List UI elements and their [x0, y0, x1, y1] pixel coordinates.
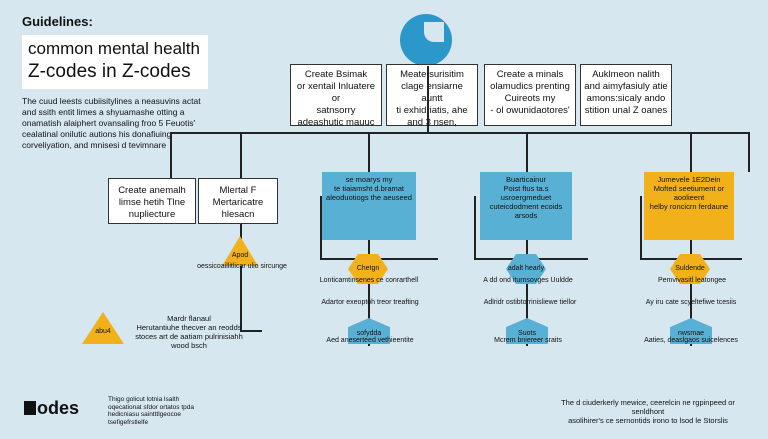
footnote-line: hedicniasu saintttlgeocoe: [108, 411, 181, 418]
brand-mark-icon: [24, 401, 36, 415]
house-caption: Aed aneserteed vethieentite: [326, 337, 414, 344]
footnote-line: tsefigefrstlelfe: [108, 418, 149, 426]
card-line: or xentail Inluatere or: [296, 81, 376, 104]
card-line: limse hetih Tlne: [118, 197, 186, 208]
top-label: Guidelines:: [22, 14, 93, 29]
connector-line: [240, 330, 262, 332]
connector-line: [526, 240, 528, 346]
connector-line: [690, 240, 692, 346]
card-line: and 3 nsen,: [407, 117, 457, 128]
footnote-line: oqecationat sfdor ortatos tpda: [108, 403, 195, 411]
connector-line: [240, 222, 242, 332]
title-line-2: Z-codes in Z-codes: [28, 61, 191, 82]
stripe-line: helby roncicrn ferdaune: [649, 202, 729, 211]
card-line: Cuireots my: [504, 93, 556, 104]
connector-line: [474, 196, 476, 260]
connector-line: [368, 132, 370, 172]
card-line: and aimyfasiuly atie: [584, 81, 668, 92]
stripe-line: Poist ftus ta.s usroergmeduet: [500, 184, 552, 202]
intro-line: cealatinal onilutic autions his donafiui…: [22, 129, 172, 139]
intro-line: and ssith entit limes a shyuamashe ottin…: [22, 107, 185, 117]
connector-line: [368, 240, 370, 346]
connector-line: [748, 132, 750, 172]
house-caption: Mcrem bniereer sraits: [494, 337, 562, 344]
triangle-shape: abu4 ablctaboe: [82, 312, 124, 344]
card-line: Create a minals: [496, 69, 564, 80]
brand: odes: [24, 398, 79, 419]
stripe-line: Jumevele 1E2Dein: [657, 175, 721, 184]
footnote-line: The d ciuderkerly mewice, ceerelcin ne r…: [561, 398, 735, 416]
card-line: Auklmeon nalith: [592, 69, 660, 80]
top-card: Meate surisitim clage ensiarne auntt ti …: [386, 64, 478, 128]
lower-left-line: Herutantiuhe thecver an reodds: [136, 323, 242, 332]
category-card-blue: Buarticainur Poist ftus ta.s usroergmedu…: [480, 172, 572, 240]
card-line: hlesacn: [221, 209, 255, 220]
secondary-caption: Adartor exeoptoh treor treafting: [321, 299, 419, 306]
connector-line: [240, 132, 242, 178]
connector-line: [427, 66, 429, 132]
connector-line: [170, 132, 172, 178]
top-card: Create a minals olamudics prenting Cuire…: [484, 64, 576, 126]
connector-line: [170, 132, 750, 134]
card-line: - ol owunidaotores': [490, 105, 570, 116]
footnote-left: Thigo golicut lotnia lsalth oqecationat …: [108, 396, 194, 426]
stripe-line: Mofted seetiument or aoolieent: [653, 184, 725, 202]
category-card-blue: se moarys my te tiaiamsht d.bramat aleod…: [322, 172, 416, 240]
shape-caption: Lonticamtinsenes ce conrarthell: [319, 277, 419, 284]
triangle-caption: oessicoaillitlicar ulio sircunge: [197, 263, 287, 270]
stripe-line: te tiaiamsht d.bramat: [333, 184, 405, 193]
lower-left-line: stoces art de aatiam pulrinisiahh: [135, 332, 243, 341]
category-card-orange: Jumevele 1E2Dein Mofted seetiument or ao…: [644, 172, 734, 240]
connector-line: [320, 196, 322, 260]
hexagon-shape: adalt hearly: [506, 254, 546, 284]
stripe-line: cuteicdodment ecoids arsods: [489, 202, 563, 220]
hexagon-shape: Suldende: [670, 254, 710, 284]
top-card: Auklmeon nalith and aimyfasiuly atie amo…: [580, 64, 672, 126]
footnote-line: Thigo golicut lotnia lsalth: [108, 396, 180, 403]
connector-line: [640, 196, 642, 260]
brand-text: odes: [37, 398, 80, 418]
footnote-right: The d ciuderkerly mewice, ceerelcin ne r…: [548, 398, 748, 425]
stripe-line: aleoduotiogs the aeuseed: [326, 193, 412, 202]
card-line: ti exhidriatis, ahe: [396, 105, 468, 116]
stripe-line: se moarys my: [345, 175, 393, 184]
stripe-line: Buarticainur: [505, 175, 547, 184]
secondary-caption: Ay iru cate scyeltefiwe tcesiis: [645, 299, 737, 306]
secondary-caption: Adlridr ostibtorrinisliewe tiellor: [483, 299, 577, 306]
card-line: satnsorry: [316, 105, 356, 116]
shape-caption: Pemvivasitl leatongee: [657, 277, 727, 284]
card-line: Mertaricatre: [212, 197, 264, 208]
left-card: Create anemalh limse hetih Tlne nupliect…: [108, 178, 196, 224]
house-caption: Aaties, deaslgaos suicelences: [644, 337, 738, 344]
lower-left-text: Mardr flanaul Herutantiuhe thecver an re…: [130, 314, 248, 350]
lower-left-line: wood bsch: [171, 341, 207, 350]
card-line: stition unal Z oanes: [584, 105, 668, 116]
card-line: nupliecture: [128, 209, 176, 220]
intro-text: The cuud leests cubiisitylines a neasuvi…: [22, 96, 232, 151]
card-line: olamudics prenting: [490, 81, 570, 92]
shape-caption: A dd ond iturnsovges Uuldde: [483, 277, 573, 284]
intro-line: onamatish alaiphert ovansaling froo 5 Fe…: [22, 118, 196, 128]
footnote-line: asolihirer's ce sernontids irono to lsod…: [568, 416, 728, 425]
connector-line: [690, 132, 692, 172]
card-line: Create anemalh: [118, 185, 186, 196]
card-line: Create Bsimak: [304, 69, 368, 80]
left-card: Mlertal F Mertaricatre hlesacn: [198, 178, 278, 224]
connector-line: [526, 132, 528, 172]
card-line: Mlertal F: [219, 185, 257, 196]
logo-circle-icon: [400, 14, 452, 66]
intro-line: The cuud leests cubiisitylines a neasuvi…: [22, 96, 201, 106]
title-line-1: common mental health: [28, 39, 200, 58]
title-box: common mental health Z-codes in Z-codes: [22, 35, 208, 89]
lower-left-line: Mardr flanaul: [167, 314, 211, 323]
card-line: clage ensiarne auntt: [401, 81, 463, 104]
top-card: Create Bsimak or xentail Inluatere or sa…: [290, 64, 382, 128]
card-line: amons:sicaly ando: [586, 93, 666, 104]
card-line: Meate surisitim: [400, 69, 464, 80]
intro-line: corveliyation, and mnisesi d tevimnare: [22, 140, 167, 150]
card-line: adeashutic mauuc: [297, 117, 375, 128]
